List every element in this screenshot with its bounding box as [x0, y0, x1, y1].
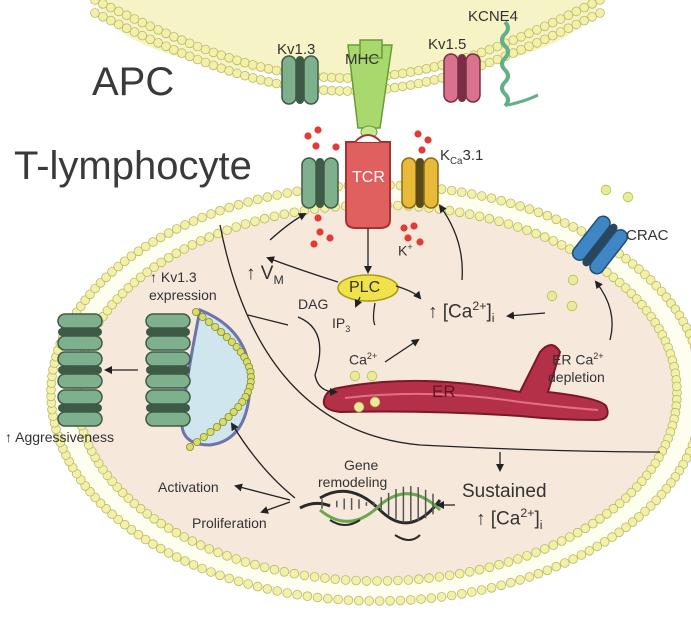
- k-plus-label: K+: [398, 243, 413, 258]
- plc-label: PLC: [349, 280, 380, 296]
- aggressiveness-label: ↑ Aggressiveness: [5, 430, 114, 444]
- crac-label: CRAC: [626, 228, 669, 243]
- vm-label: ↑ VM: [246, 264, 284, 286]
- sustained-ca-label: ↑ [Ca2+]i: [476, 507, 542, 531]
- dag-label: DAG: [298, 297, 328, 311]
- activation-label: Activation: [158, 480, 219, 494]
- kcne4-label: KCNE4: [468, 9, 518, 24]
- kv13-expression-label-2: expression: [149, 288, 217, 302]
- proliferation-label: Proliferation: [192, 516, 267, 530]
- kca31-label: KCa3.1: [440, 148, 483, 167]
- tcr-label: TCR: [352, 170, 385, 186]
- t-lymphocyte-label: T-lymphocyte: [14, 146, 252, 186]
- gene-label-1: Gene: [344, 458, 378, 472]
- ca-center-label: ↑ [Ca2+]i: [428, 300, 494, 324]
- ca2plus-label: Ca2+: [349, 352, 377, 367]
- kv13-apc-label: Kv1.3: [277, 42, 315, 57]
- kcne4-tail: [508, 95, 538, 105]
- kv15-channel: [444, 54, 480, 102]
- er-label: ER: [432, 383, 456, 400]
- kv13-tcell-channel: [302, 158, 338, 208]
- mhc-label: MHC: [345, 52, 379, 67]
- gene-label-2: remodeling: [318, 475, 387, 489]
- kca31-channel: [402, 158, 438, 208]
- er-depletion-label-1: ER Ca2+: [552, 352, 604, 367]
- sustained-label: Sustained: [462, 482, 547, 501]
- ip3-label: IP3: [332, 316, 350, 334]
- kv13-apc-channel: [282, 56, 318, 104]
- er-depletion-label-2: depletion: [548, 370, 605, 384]
- kcne4-helix: [502, 22, 508, 106]
- apc-label: APC: [92, 62, 174, 102]
- kv13-expression-label-1: ↑ Kv1.3: [150, 270, 197, 284]
- kv15-label: Kv1.5: [428, 37, 466, 52]
